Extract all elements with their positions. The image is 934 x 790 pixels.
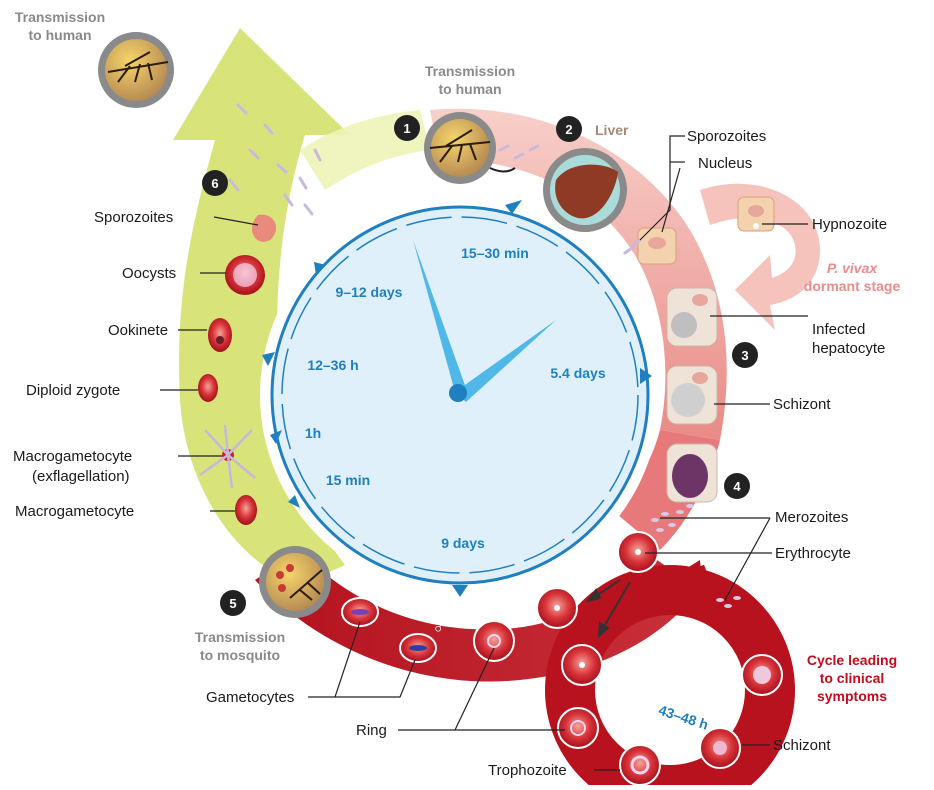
label-macrogametocyte: Macrogametocyte [15, 503, 134, 520]
label-oocysts: Oocysts [122, 265, 176, 282]
step-3-number: 3 [741, 348, 748, 363]
mosquito-icon-top-left [98, 32, 174, 108]
top-left-transmission-line2: to human [29, 27, 92, 43]
label-schizont-blood: Schizont [773, 737, 831, 754]
clock-label-9days: 9 days [441, 535, 485, 551]
label-merozoites: Merozoites [775, 509, 848, 526]
liver-icon [543, 148, 627, 232]
cycle-label-line1: Cycle leading [807, 652, 897, 668]
mosquito-icon-bottom [259, 546, 331, 618]
mosquito-transmission-line2: to mosquito [200, 647, 280, 663]
label-hypnozoite: Hypnozoite [812, 216, 887, 233]
label-infected-hepatocyte-2: hepatocyte [812, 340, 885, 357]
vivax-label-line2: dormant stage [804, 278, 901, 294]
clock-label-1h: 1h [305, 425, 321, 441]
label-sporozoites-mosquito: Sporozoites [94, 209, 173, 226]
label-ring: Ring [356, 722, 387, 739]
step-4-number: 4 [733, 479, 741, 494]
label-sporozoites-liver: Sporozoites [687, 128, 766, 145]
liver-label: Liver [595, 122, 629, 138]
cycle-time-label: 43–48 h [657, 702, 711, 733]
label-trophozoite: Trophozoite [488, 762, 567, 779]
label-erythrocyte: Erythrocyte [775, 545, 851, 562]
female-symbol: ♀ [405, 593, 420, 615]
label-schizont-liver: Schizont [773, 396, 831, 413]
center-transmission-line1: Transmission [425, 63, 515, 79]
clock-label-5-4days: 5.4 days [550, 365, 605, 381]
label-diploid-zygote: Diploid zygote [26, 382, 120, 399]
label-ookinete: Ookinete [108, 322, 168, 339]
step-1-number: 1 [403, 121, 410, 136]
clock-label-9-12days: 9–12 days [336, 284, 403, 300]
cycle-label-line3: symptoms [817, 688, 887, 704]
top-left-transmission-line1: Transmission [15, 9, 105, 25]
vivax-label-line1: P. vivax [827, 260, 879, 276]
step-6-number: 6 [211, 176, 218, 191]
label-gametocytes: Gametocytes [206, 689, 294, 706]
cycle-label-line2: to clinical [820, 670, 885, 686]
step-2-number: 2 [565, 122, 572, 137]
label-nucleus: Nucleus [698, 155, 752, 172]
clock-center [449, 384, 467, 402]
clock: 15–30 min 5.4 days 9 days 15 min 1h 12–3… [260, 195, 660, 597]
center-transmission-line2: to human [439, 81, 502, 97]
clock-label-12-36h: 12–36 h [307, 357, 358, 373]
male-symbol: ♂ [432, 617, 447, 639]
mosquito-transmission-line1: Transmission [195, 629, 285, 645]
clock-label-15min: 15 min [326, 472, 370, 488]
label-macrogametocyte-exfl-2: (exflagellation) [32, 468, 130, 485]
label-infected-hepatocyte-1: Infected [812, 321, 865, 338]
clock-label-15-30min: 15–30 min [461, 245, 529, 261]
label-macrogametocyte-exfl-1: Macrogametocyte [13, 448, 132, 465]
step-5-number: 5 [229, 596, 236, 611]
